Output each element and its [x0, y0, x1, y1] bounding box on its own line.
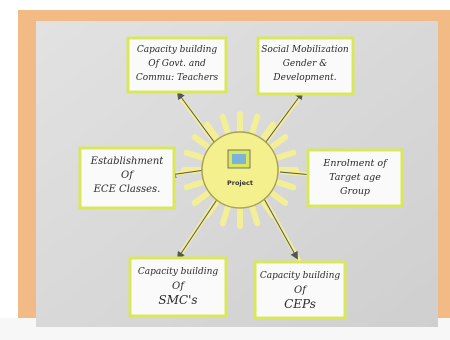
sun-ray — [249, 113, 261, 135]
card-bottom-right-line3: CEPs — [284, 297, 316, 311]
center-label: Project — [227, 179, 253, 187]
card-mid-left-line2: Of — [121, 170, 135, 181]
card-bottom-left-line3: SMC's — [158, 293, 197, 307]
card-mid-right-line1: Enrolment of — [322, 158, 388, 169]
sun-ray — [269, 190, 289, 206]
card-mid-left-line3: ECE Classes. — [93, 184, 161, 195]
card-mid-right-line2: Target age — [329, 172, 381, 183]
sun-ray — [183, 179, 205, 191]
card-bottom-right-line2: Of — [294, 285, 308, 296]
sun-ray — [191, 190, 211, 206]
card-top-right: Social Mobilization Gender & Development… — [256, 36, 355, 96]
card-top-right-line3: Development. — [272, 73, 336, 83]
sun-ray — [269, 134, 289, 150]
card-bottom-right-line1: Capacity building — [260, 271, 341, 281]
arrow-outlines — [168, 91, 315, 260]
card-top-left-line3: Commu: Teachers — [136, 73, 219, 83]
sun-ray — [275, 179, 297, 191]
card-mid-left-line1: Establishment — [90, 156, 165, 167]
center-circle — [201, 131, 279, 209]
card-top-right-line2: Gender & — [283, 59, 328, 69]
card-mid-right-line3: Group — [340, 186, 370, 197]
card-bottom-left-line1: Capacity building — [138, 267, 219, 277]
sun-ray — [249, 205, 261, 227]
card-bottom-right: Capacity building Of CEPs — [253, 260, 347, 320]
card-mid-left: Establishment Of ECE Classes. — [78, 146, 176, 210]
card-top-left-line1: Capacity building — [137, 45, 218, 55]
card-top-right-line1: Social Mobilization — [261, 45, 349, 55]
sun-ray — [219, 205, 231, 227]
card-bottom-left: Capacity building Of SMC's — [128, 256, 228, 318]
card-bottom-left-line2: Of — [172, 281, 186, 292]
center-logo-inner — [232, 154, 246, 164]
sun-ray — [260, 121, 276, 141]
sun-ray — [191, 134, 211, 150]
sun-ray — [275, 149, 297, 161]
sun-ray — [204, 121, 220, 141]
sun-ray — [183, 149, 205, 161]
sun-ray — [219, 113, 231, 135]
card-mid-right: Enrolment of Target age Group — [306, 148, 404, 208]
card-top-left-line2: Of Govt. and — [148, 59, 206, 69]
card-top-left: Capacity building Of Govt. and Commu: Te… — [126, 36, 228, 94]
